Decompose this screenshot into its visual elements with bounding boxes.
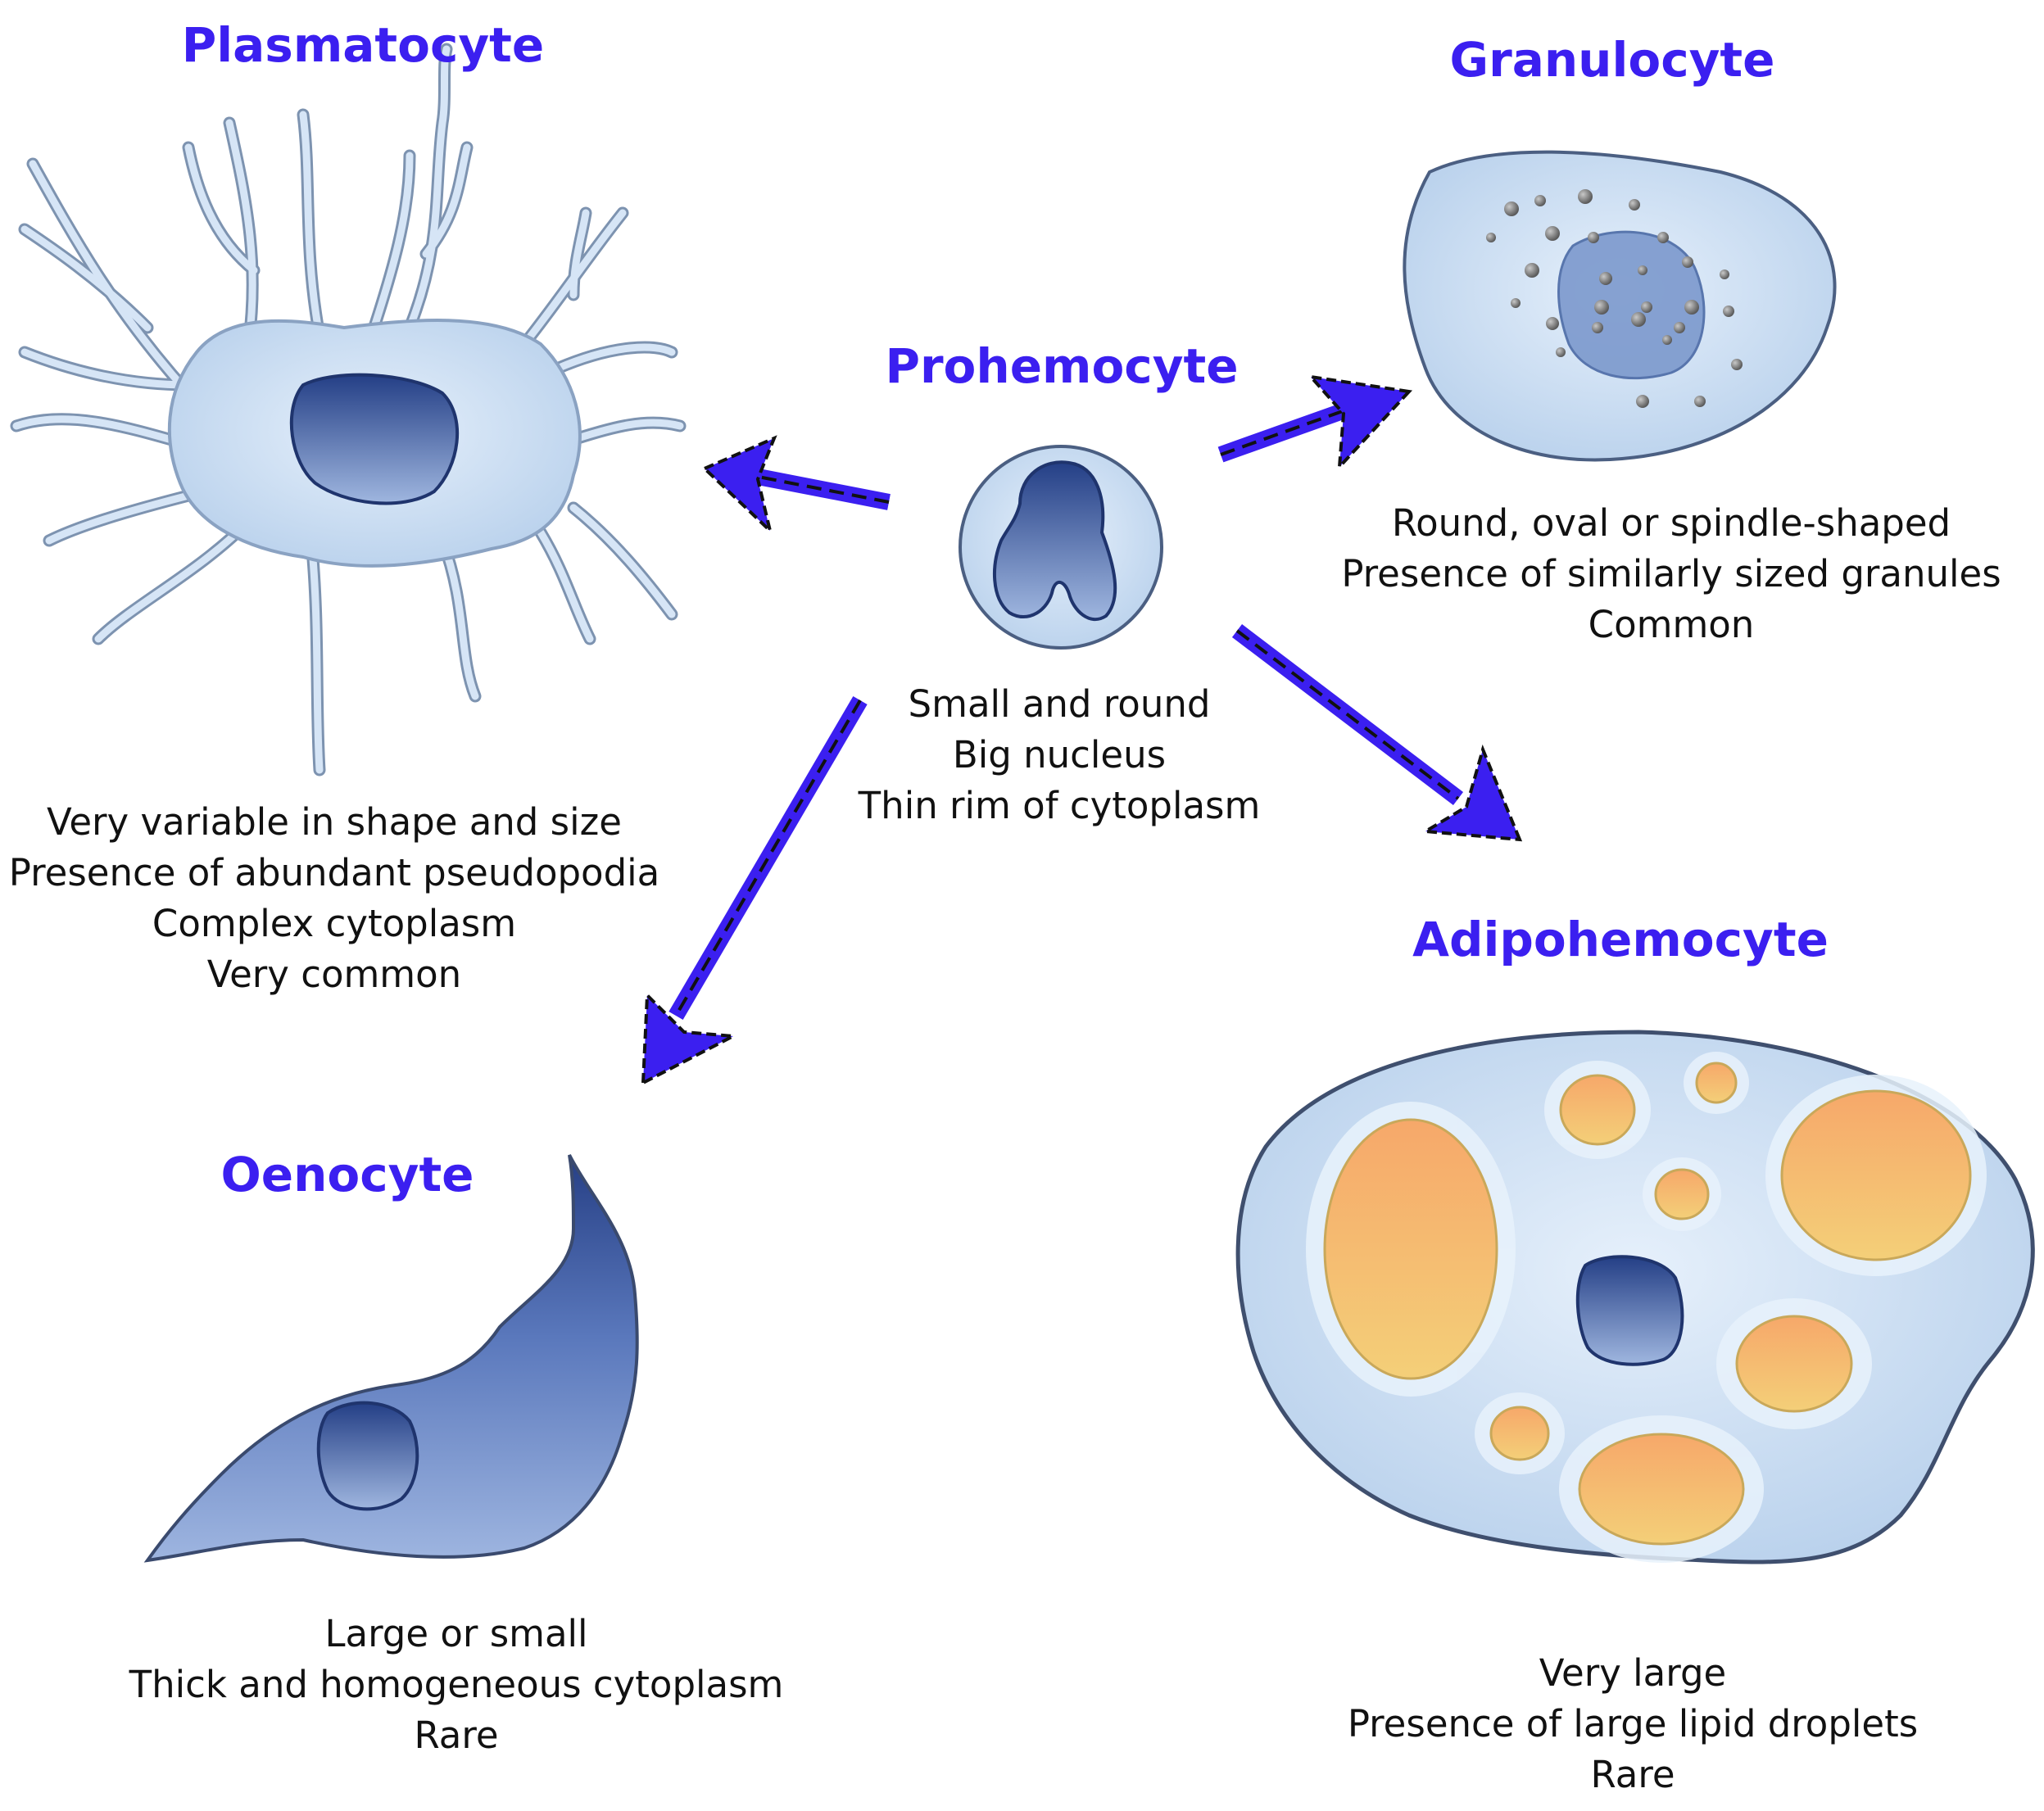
plasmatocyte-cell — [10, 43, 687, 776]
granulocyte-line: Round, oval or spindle-shaped — [1391, 501, 1951, 545]
lipid-droplets — [1323, 1062, 1972, 1546]
granulocyte-line: Presence of similarly sized granules — [1341, 552, 2001, 595]
oenocyte-cell — [143, 1154, 639, 1563]
oenocyte-title: Oenocyte — [220, 1147, 474, 1202]
adipohemocyte-line: Presence of large lipid droplets — [1347, 1702, 1919, 1745]
oenocyte-line: Thick and homogeneous cytoplasm — [129, 1663, 784, 1706]
oenocyte-nucleus — [316, 1401, 419, 1511]
prohemocyte-nucleus — [993, 460, 1117, 622]
adipohemocyte-title: Adipohemocyte — [1412, 912, 1829, 967]
adipohemocyte-nucleus — [1575, 1255, 1684, 1366]
adipohemocyte-description: Very large Presence of large lipid dropl… — [1348, 1648, 1918, 1800]
prohemocyte-line: Small and round — [908, 682, 1211, 726]
granules — [1486, 189, 1743, 408]
granulocyte-description: Round, oval or spindle-shaped Presence o… — [1341, 498, 2001, 650]
arrow-to-oenocyte — [641, 695, 868, 1086]
granulocyte-cell — [1403, 150, 1837, 462]
plasmatocyte-line: Complex cytoplasm — [152, 902, 517, 945]
prohemocyte-line: Big nucleus — [952, 733, 1167, 776]
arrow-to-plasmatocyte — [701, 435, 891, 537]
granulocyte-line: Common — [1588, 603, 1755, 646]
arrow-to-adipohemocyte — [1231, 624, 1523, 842]
prohemocyte-description: Small and round Big nucleus Thin rim of … — [859, 679, 1261, 831]
plasmatocyte-description: Very variable in shape and size Presence… — [9, 797, 659, 1000]
arrow-to-granulocyte — [1217, 374, 1413, 472]
plasmatocyte-title: Plasmatocyte — [181, 17, 545, 73]
granulocyte-title: Granulocyte — [1449, 32, 1775, 88]
plasmatocyte-nucleus — [289, 373, 460, 505]
adipohemocyte-line: Very large — [1539, 1651, 1727, 1695]
plasmatocyte-line: Very variable in shape and size — [47, 800, 622, 844]
granulocyte-nucleus — [1557, 230, 1706, 380]
adipohemocyte-cell — [1235, 1030, 2035, 1564]
prohemocyte-line: Thin rim of cytoplasm — [858, 784, 1261, 827]
adipohemocyte-line: Rare — [1590, 1753, 1675, 1796]
prohemocyte-cell — [959, 445, 1163, 650]
prohemocyte-title: Prohemocyte — [885, 338, 1239, 394]
oenocyte-line: Rare — [414, 1714, 499, 1757]
oenocyte-line: Large or small — [324, 1612, 588, 1655]
plasmatocyte-line: Presence of abundant pseudopodia — [8, 851, 660, 894]
oenocyte-description: Large or small Thick and homogeneous cyt… — [129, 1609, 784, 1761]
plasmatocyte-line: Very common — [206, 953, 462, 996]
